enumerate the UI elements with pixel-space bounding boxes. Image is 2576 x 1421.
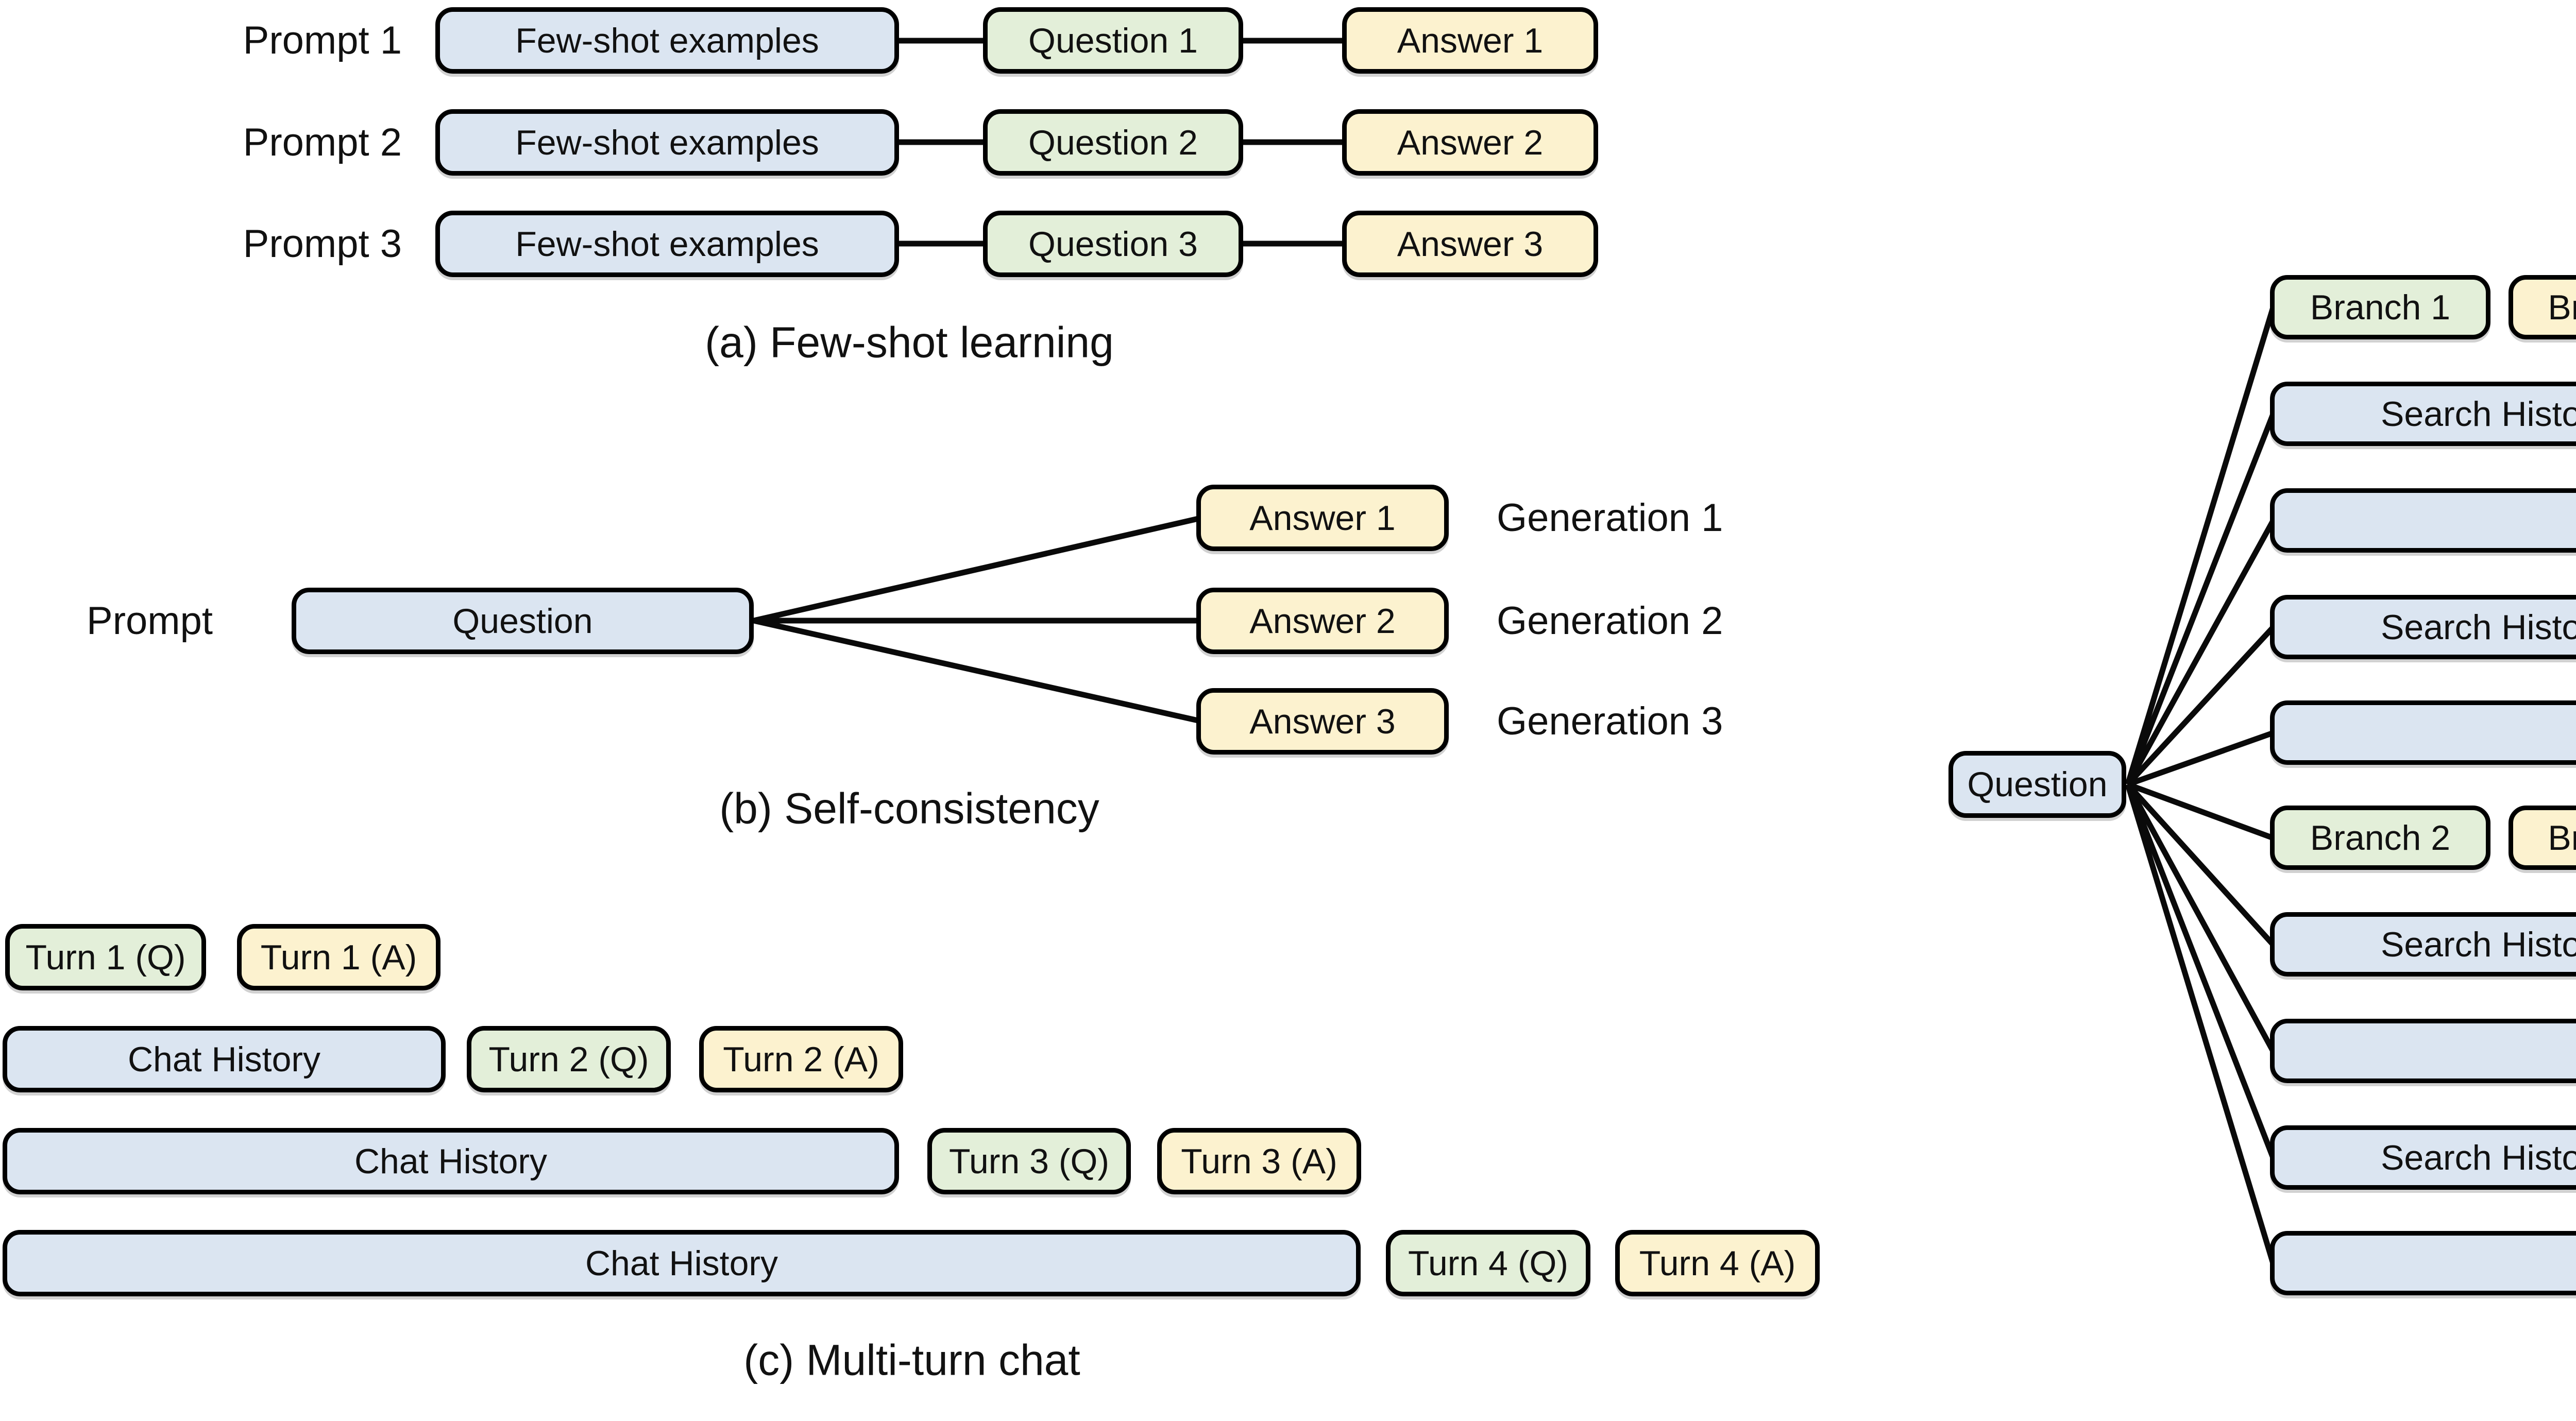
box-a3-fewshot: Few-shot examples [435, 211, 899, 277]
box-a2-answer: Answer 2 [1342, 109, 1598, 176]
box-c1-turn-q: Turn 1 (Q) [5, 924, 206, 990]
box-d5-history: Search History [2270, 700, 2576, 765]
box-a3-answer: Answer 3 [1342, 211, 1598, 277]
box-c4-history: Chat History [3, 1230, 1361, 1296]
box-d10-history: Search History [2270, 1231, 2576, 1295]
label-prompt-3: Prompt 3 [243, 222, 402, 266]
box-c1-turn-a: Turn 1 (A) [237, 924, 440, 990]
box-d1-branch-y: Branch 1 [2509, 275, 2576, 339]
box-d6-branch-g: Branch 2 [2270, 806, 2490, 870]
box-c3-turn-a: Turn 3 (A) [1157, 1128, 1361, 1194]
label-prompt-1: Prompt 1 [243, 19, 402, 62]
box-a2-question: Question 2 [983, 109, 1243, 176]
box-d8-history: Search History [2270, 1019, 2576, 1083]
box-c4-turn-a: Turn 4 (A) [1615, 1230, 1820, 1296]
box-b-answer-1: Answer 1 [1196, 485, 1449, 551]
caption-few-shot-learning: (a) Few-shot learning [705, 318, 1114, 367]
box-d3-history: Search History [2270, 488, 2576, 553]
label-generation-1: Generation 1 [1497, 496, 1723, 540]
box-c4-turn-q: Turn 4 (Q) [1386, 1230, 1590, 1296]
label-prompt-b: Prompt [87, 599, 213, 643]
box-c3-history: Chat History [3, 1128, 899, 1194]
caption-multi-turn-chat: (c) Multi-turn chat [743, 1336, 1080, 1384]
box-d1-branch-g: Branch 1 [2270, 275, 2490, 339]
box-b-answer-2: Answer 2 [1196, 588, 1449, 654]
box-d9-history: Search History [2270, 1125, 2576, 1190]
box-d4-history: Search History [2270, 595, 2576, 659]
box-a1-question: Question 1 [983, 7, 1243, 74]
box-c2-turn-a: Turn 2 (A) [699, 1026, 903, 1092]
box-c2-turn-q: Turn 2 (Q) [467, 1026, 671, 1092]
label-generation-2: Generation 2 [1497, 599, 1723, 643]
box-b-question: Question [292, 588, 754, 654]
box-a2-fewshot: Few-shot examples [435, 109, 899, 176]
box-a3-question: Question 3 [983, 211, 1243, 277]
label-generation-3: Generation 3 [1497, 699, 1723, 743]
box-a1-fewshot: Few-shot examples [435, 7, 899, 74]
box-d2-history: Search History [2270, 382, 2576, 446]
box-b-answer-3: Answer 3 [1196, 688, 1449, 755]
box-d-question: Question [1948, 751, 2126, 818]
caption-self-consistency: (b) Self-consistency [719, 784, 1099, 833]
box-d7-history: Search History [2270, 912, 2576, 977]
box-c3-turn-q: Turn 3 (Q) [927, 1128, 1131, 1194]
box-a1-answer: Answer 1 [1342, 7, 1598, 74]
box-c2-history: Chat History [3, 1026, 446, 1092]
label-prompt-2: Prompt 2 [243, 121, 402, 164]
box-d6-branch-y: Branch 2 [2509, 806, 2576, 870]
